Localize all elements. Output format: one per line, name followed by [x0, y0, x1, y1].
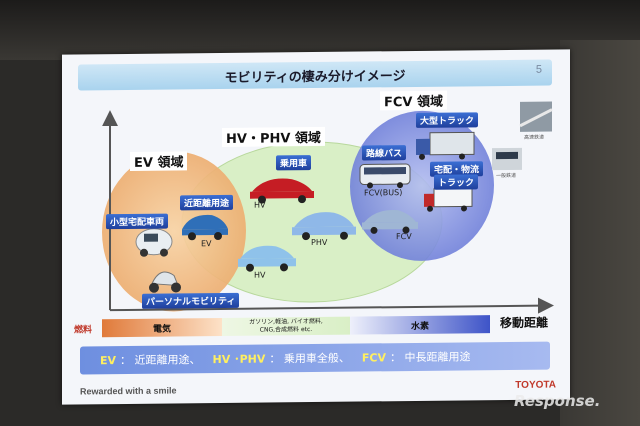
- summary-key-fcv: FCV: [362, 351, 386, 364]
- x-axis-label: 移動距離: [500, 314, 548, 332]
- summary-key-ev: EV: [100, 354, 116, 367]
- fcv-bus-label: FCV(BUS): [364, 188, 402, 197]
- delivery-car-icon: [136, 229, 172, 257]
- presentation-slide: モビリティの棲み分けイメージ 5: [62, 49, 570, 404]
- hv-car-label: HV: [254, 201, 266, 210]
- label-truck: トラック: [434, 174, 478, 189]
- summary-value-fcv: ： 中長距離用途: [390, 348, 471, 365]
- fcv-region-title: FCV 領域: [380, 91, 447, 111]
- label-short-distance: 近距離用途: [180, 195, 233, 211]
- summary-key-hv: HV ･PHV: [213, 351, 266, 368]
- label-personal-mobility: パーソナルモビリティ: [142, 293, 239, 309]
- fuel-hydrogen: 水素: [350, 315, 490, 334]
- fuel-ice-segment: ガソリン,軽油, バイオ燃料, CNG,合成燃料 etc.: [222, 317, 350, 336]
- background-wall-right: [560, 40, 640, 426]
- label-passenger-car: 乗用車: [276, 155, 311, 170]
- label-delivery-vehicle: 小型宅配車両: [106, 214, 168, 230]
- phv-car-label: PHV: [311, 238, 327, 247]
- summary-value-hv: ： 乗用車全般、: [269, 350, 350, 367]
- fuel-electric: 電気: [102, 318, 222, 337]
- label-heavy-truck: 大型トラック: [416, 112, 478, 128]
- hv-car2-label: HV: [254, 271, 266, 280]
- high-speed-rail-icon: [520, 102, 552, 132]
- high-speed-rail-label: 高速鉄道: [524, 134, 544, 141]
- response-watermark: Response.: [514, 392, 600, 410]
- hv-phv-region-title: HV・PHV 領域: [222, 127, 325, 147]
- toyota-logo: TOYOTA: [515, 379, 556, 390]
- ev-region-title: EV 領域: [130, 151, 187, 171]
- label-route-bus: 路線バス: [362, 145, 406, 160]
- summary-bar: EV ： 近距離用途、 HV ･PHV ： 乗用車全般、 FCV ： 中長距離用…: [80, 342, 550, 375]
- rail-label: 一般鉄道: [496, 172, 516, 179]
- ev-car-label: EV: [201, 239, 212, 248]
- fuel-ice-line2: CNG,合成燃料 etc.: [222, 326, 350, 345]
- footer-slogan: Rewarded with a smile: [80, 385, 177, 396]
- summary-value-ev: ： 近距離用途、: [120, 351, 201, 368]
- fcv-car-label: FCV: [396, 232, 412, 241]
- rail-icon: [492, 148, 522, 170]
- fuel-label: 燃料: [74, 322, 92, 335]
